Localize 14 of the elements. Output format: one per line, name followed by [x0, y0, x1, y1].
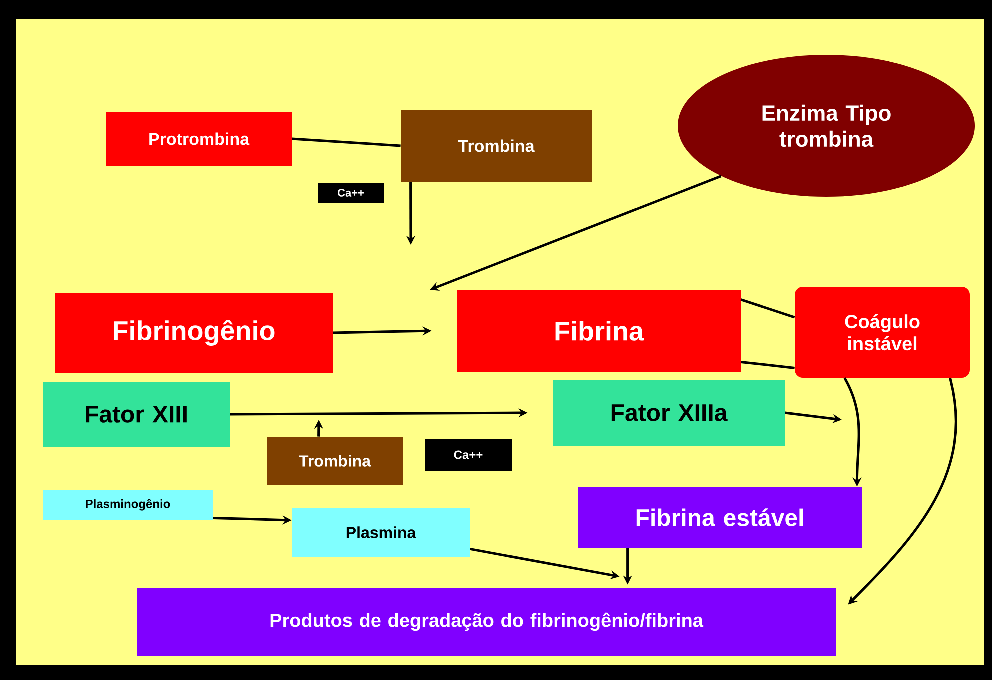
clot-box: Coágulo instável: [795, 287, 970, 378]
process-box: Fibrina: [457, 290, 741, 372]
process-box: Fibrina estável: [578, 487, 862, 548]
process-box: Fator XIII: [43, 382, 230, 447]
label-box: Ca++: [425, 439, 512, 471]
process-box: Trombina: [401, 110, 592, 182]
label-box: Ca++: [318, 183, 384, 203]
process-box: Fibrinogênio: [55, 293, 333, 373]
process-box: Plasminogênio: [43, 490, 213, 520]
process-box: Protrombina: [106, 112, 292, 166]
process-box: Plasmina: [292, 508, 470, 557]
process-box: Trombina: [267, 437, 403, 485]
process-box: Fator XIIIa: [553, 380, 786, 446]
product-box: Produtos de degradação do fibrinogênio/fibrina: [137, 588, 836, 656]
